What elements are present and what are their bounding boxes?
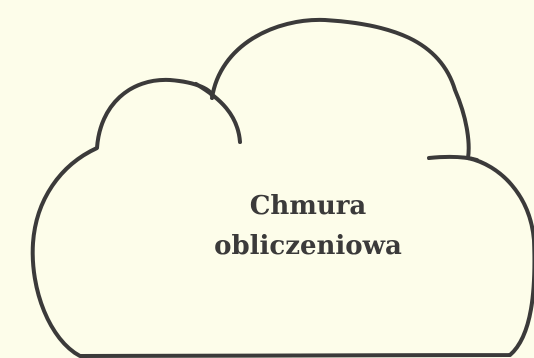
cloud-label-line2: obliczeniowa	[214, 231, 402, 261]
cloud-inner-curve-right	[427, 154, 479, 162]
cloud-label-line1: Chmura	[249, 191, 367, 221]
cloud-inner-curve-left	[194, 82, 242, 144]
cloud-label: Chmura obliczeniowa	[150, 186, 466, 266]
